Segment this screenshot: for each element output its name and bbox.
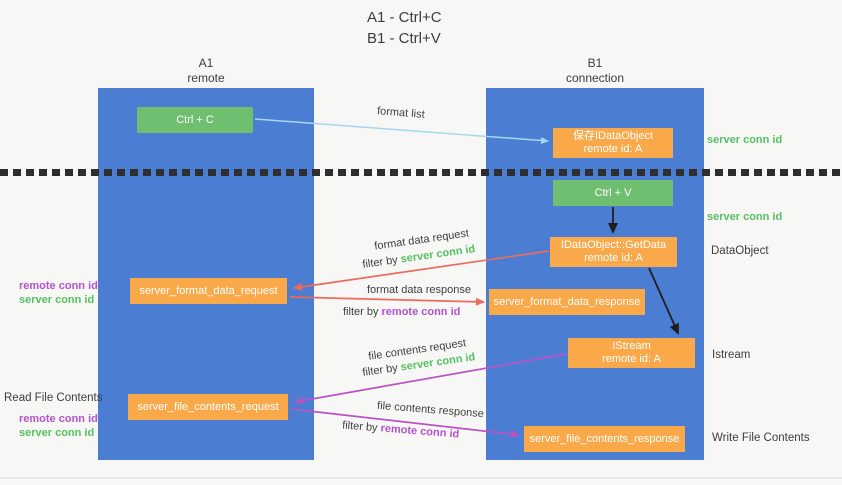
filter-by-text: filter by bbox=[343, 306, 382, 318]
left-conn-id-pair-1: remote conn id server conn id bbox=[19, 279, 98, 307]
istream-side-label: Istream bbox=[712, 349, 751, 361]
node-server-format-data-response-label: server_format_data_response bbox=[493, 295, 641, 308]
bottom-edge-line bbox=[0, 477, 842, 479]
node-save-idataobject: 保存IDataObject remote id: A bbox=[553, 128, 673, 158]
diagram-title: A1 - Ctrl+C B1 - Ctrl+V bbox=[367, 7, 442, 49]
node-idataobject-getdata: IDataObject::GetData remote id: A bbox=[550, 237, 677, 267]
left-conn-id-pair-2: remote conn id server conn id bbox=[19, 412, 98, 440]
format-list-label: format list bbox=[376, 105, 426, 121]
remote-conn-id-label: remote conn id bbox=[19, 413, 98, 425]
write-file-contents-label: Write File Contents bbox=[712, 432, 810, 444]
remote-conn-id-key: remote conn id bbox=[381, 306, 461, 318]
node-server-file-contents-response-label: server_file_contents_response bbox=[529, 432, 680, 445]
lifeline-a1-header: A1 remote bbox=[98, 56, 314, 86]
filter-by-text: filter by bbox=[341, 419, 382, 435]
lifeline-a1-role: remote bbox=[187, 71, 225, 85]
node-idataobject-getdata-line2: remote id: A bbox=[584, 252, 643, 264]
node-istream-line2: remote id: A bbox=[602, 353, 661, 365]
right-server-conn-id-label-top: server conn id bbox=[707, 134, 783, 146]
file-contents-response-label: file contents response bbox=[376, 399, 485, 421]
node-ctrl-v: Ctrl + V bbox=[553, 180, 673, 206]
server-conn-id-label: server conn id bbox=[19, 427, 95, 439]
node-server-file-contents-request: server_file_contents_request bbox=[128, 394, 288, 420]
node-server-format-data-request-label: server_format_data_request bbox=[139, 284, 278, 297]
node-ctrl-c-label: Ctrl + C bbox=[176, 113, 214, 126]
remote-conn-id-label: remote conn id bbox=[19, 280, 98, 292]
remote-conn-id-key: remote conn id bbox=[380, 422, 460, 441]
node-istream: IStream remote id: A bbox=[568, 338, 695, 368]
node-ctrl-c: Ctrl + C bbox=[137, 107, 253, 133]
format-data-response-arrow bbox=[289, 296, 485, 306]
dotted-divider bbox=[0, 169, 842, 176]
node-server-file-contents-response: server_file_contents_response bbox=[524, 426, 685, 452]
filter-by-text: filter by bbox=[361, 361, 402, 379]
read-file-contents-label: Read File Contents bbox=[4, 392, 103, 404]
lifeline-b1-header: B1 connection bbox=[486, 56, 704, 86]
format-data-response-label: format data response bbox=[367, 284, 471, 296]
node-save-idataobject-line2: remote id: A bbox=[583, 143, 643, 155]
title-line-2: B1 - Ctrl+V bbox=[367, 30, 441, 47]
right-server-conn-id-label-mid: server conn id bbox=[707, 211, 783, 223]
node-server-format-data-response: server_format_data_response bbox=[489, 289, 645, 315]
dataobject-label: DataObject bbox=[711, 245, 769, 257]
file-contents-response-filter-label: filter by remote conn id bbox=[342, 419, 460, 440]
lifeline-b1-name: B1 bbox=[587, 56, 603, 70]
node-server-format-data-request: server_format_data_request bbox=[130, 278, 287, 304]
node-save-idataobject-line1: 保存IDataObject bbox=[572, 130, 654, 142]
node-server-file-contents-request-label: server_file_contents_request bbox=[137, 400, 279, 413]
server-conn-id-label: server conn id bbox=[19, 294, 95, 306]
title-line-1: A1 - Ctrl+C bbox=[367, 9, 442, 26]
node-idataobject-getdata-line1: IDataObject::GetData bbox=[560, 239, 667, 251]
node-istream-line1: IStream bbox=[612, 340, 651, 352]
lifeline-b1-role: connection bbox=[565, 71, 625, 85]
format-data-response-filter-label: filter by remote conn id bbox=[343, 306, 460, 318]
node-ctrl-v-label: Ctrl + V bbox=[594, 186, 632, 199]
filter-by-text: filter by bbox=[361, 253, 402, 271]
lifeline-a1-name: A1 bbox=[198, 56, 214, 70]
